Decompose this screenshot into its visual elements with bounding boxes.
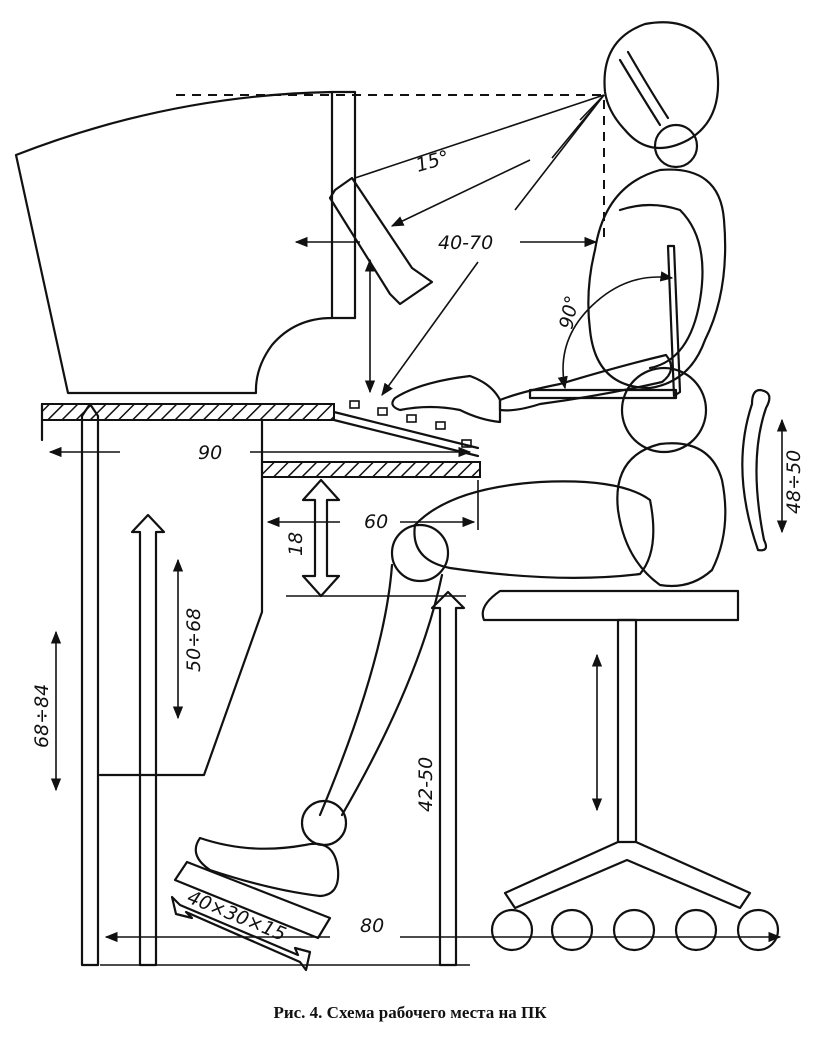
backrest-height-label: 48÷50: [783, 450, 805, 514]
dimension-lines: [48, 94, 788, 972]
seat-to-desk-label: 80: [360, 915, 384, 937]
keyboard-tray: [130, 461, 481, 967]
desk-height-label: 68÷84: [31, 684, 53, 748]
figure-caption: Рис. 4. Схема рабочего места на ПК: [273, 1003, 547, 1022]
elbow-angle-label: 90°: [555, 294, 584, 332]
seated-person: [194, 21, 727, 898]
tray-depth-label: 60: [364, 511, 388, 533]
leg-clearance-label: 18: [285, 532, 307, 556]
desk: [40, 402, 335, 967]
chair: [481, 388, 780, 952]
seat-height-label: 42-50: [415, 757, 437, 812]
desk-depth-label: 90: [198, 442, 222, 464]
document-holder: [328, 176, 434, 306]
keyboard: [332, 400, 480, 458]
keyboard-height-label: 50÷68: [183, 608, 205, 672]
workplace-diagram: 15° 40-70 90° 90 60 18 48÷50 50÷68 68÷84…: [14, 21, 805, 972]
footrest: [173, 860, 332, 940]
eye-distance-label: 40-70: [438, 232, 493, 254]
view-angle-label: 15°: [413, 146, 451, 176]
